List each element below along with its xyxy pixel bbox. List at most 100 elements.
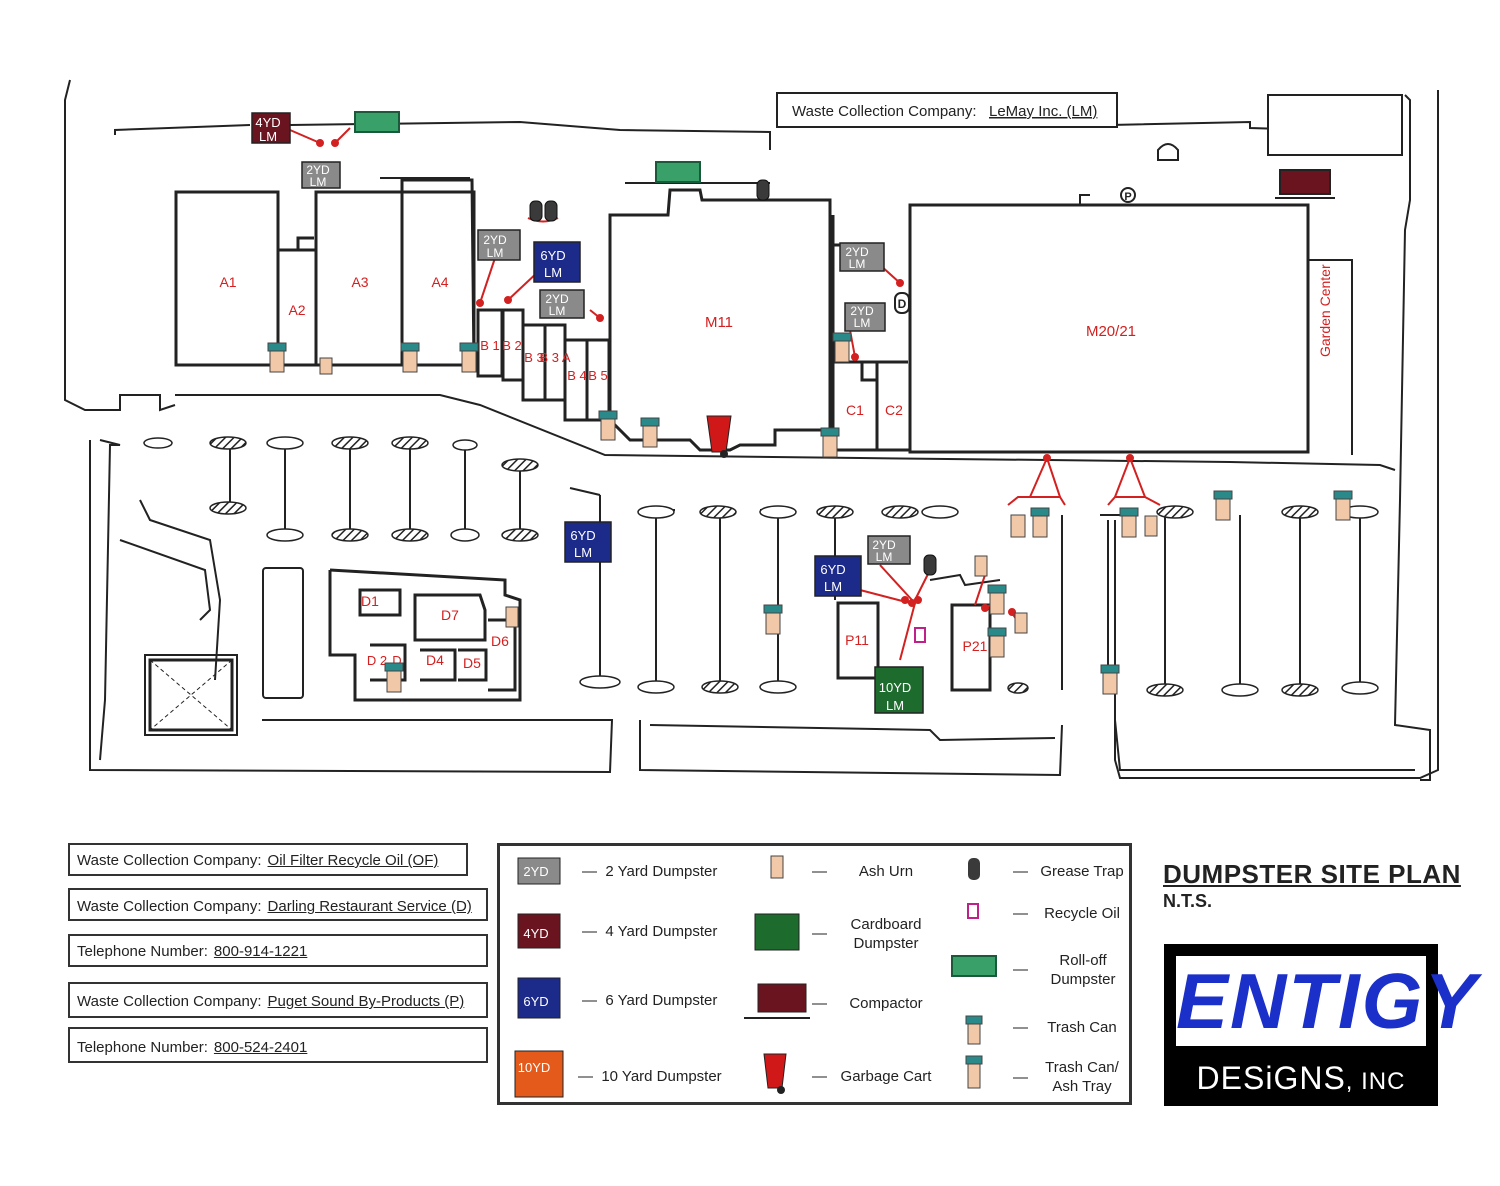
building-m2021 [908,203,1310,454]
dumpster-2yd-b: 2YD LM [477,229,521,261]
legend-trash-can-ash-icon [965,1055,983,1089]
walkway [929,573,1001,587]
dumpster-2yd-f: 2YD LM [867,535,911,565]
info-value: Oil Filter Recycle Oil (OF) [267,852,439,869]
top-info-value: LeMay Inc. (LM) [989,103,1097,120]
info-key: Waste Collection Company: [77,852,262,869]
legend-dash-cart: — [812,1068,827,1085]
legend-dash-ash: — [812,863,827,880]
legend-trash-can-icon [965,1015,983,1045]
label-m11: M11 [705,314,733,331]
legend-4yd-label: 4 Yard Dumpster [605,923,718,940]
trash-cans [267,332,1353,695]
legend-rolloff-label: Roll-off Dumpster [1050,952,1116,988]
label-b2: B 2 [502,338,522,353]
dumpster-2yd-a: 2YD LM [301,161,341,189]
top-info-key: Waste Collection Company: [792,103,977,120]
dumpster-tag: 2YD [872,538,896,552]
recycle-oil-icon [914,627,926,643]
dumpster-owner: LM [854,316,871,330]
legend-6yd: — 6 Yard Dumpster [582,991,717,1010]
label-a2: A2 [288,302,305,318]
legend-ash-urn-icon [770,855,784,879]
plan-subtitle: N.T.S. [1163,891,1213,911]
d-marker [894,292,910,314]
compactor-icon [1275,169,1335,199]
label-a4: A4 [431,274,448,290]
label-b4: B 4 [567,368,587,383]
info-key: Telephone Number: [77,943,208,960]
dumpster-tag: 2YD [545,292,569,306]
info-value: Darling Restaurant Service (D) [267,898,472,915]
info-key: Waste Collection Company: [77,993,262,1010]
legend-6yd-tag: 6YD [523,994,548,1009]
building-p11 [836,601,880,680]
dumpster-tag: 2YD [483,233,507,247]
legend-2yd: — 2 Yard Dumpster [582,862,717,881]
label-c1: C1 [846,402,864,418]
dumpster-6yd-c: 6YD LM [814,555,862,597]
legend-cardboard-label: Cardboard Dumpster [850,916,922,952]
dumpster-owner: LM [849,257,866,271]
dumpster-tag: 6YD [570,528,595,543]
site-outline [64,79,1439,781]
legend-trash-can-label: Trash Can [1047,1019,1117,1036]
legend-grease-trap-icon [968,858,980,880]
dumpster-owner: LM [487,246,504,260]
plan-title: DUMPSTER SITE PLAN [1163,859,1461,889]
dumpster-owner: LM [574,545,592,560]
logo-sub-suffix: , INC [1345,1068,1406,1095]
building-p21 [950,603,992,692]
legend-10yd: — 10 Yard Dumpster [578,1067,722,1086]
legend-dash-oil: — [1013,905,1028,922]
dumpster-owner: LM [544,265,562,280]
plain-islands [143,436,1379,697]
legend-dash-cardboard: — [812,925,827,942]
m2021-notch [1079,194,1090,205]
legend-cardboard-icon [754,913,800,951]
dumpster-2yd-c: 2YD LM [539,289,585,319]
label-b3: B 3 [524,350,544,365]
label-a1: A1 [219,274,236,290]
label-d4: D4 [426,652,444,668]
legend-dash: — [582,923,597,940]
label-a3: A3 [351,274,368,290]
legend-10yd-tag: 10YD [518,1060,551,1075]
dumpster-owner: LM [549,304,566,318]
legend-recycle-oil-label: Recycle Oil [1044,905,1120,922]
info-key: Telephone Number: [77,1039,208,1056]
label-garden-center: Garden Center [1317,264,1333,357]
building-d-block [328,568,522,702]
info-box-darling: Waste Collection Company:Darling Restaur… [68,888,488,921]
label-b1: B 1 [480,338,500,353]
garbage-cart-icon [706,415,732,458]
p-marker [1120,187,1136,203]
info-box-phone-2: Telephone Number:800-524-2401 [68,1027,488,1063]
top-right-structure [1267,94,1403,156]
legend-dash-grease: — [1013,863,1028,880]
dumpster-2yd-e: 2YD LM [844,302,886,332]
p-marker-label: P [1124,191,1131,203]
legend-dash-trash: — [1013,1019,1028,1036]
label-d6: D6 [491,633,509,649]
legend-4yd-tag: 4YD [523,926,548,941]
legend-4yd-icon: 4YD [517,913,561,949]
building-m11 [608,188,832,452]
dumpster-tag: 4YD [255,115,280,130]
legend-garbage-cart-label: Garbage Cart [840,1068,932,1085]
logo-word: ENTIGY [1176,956,1479,1046]
dumpster-owner: LM [310,175,327,189]
label-d1: D1 [361,593,379,609]
info-value: Puget Sound By-Products (P) [267,993,465,1010]
top-info-box [776,92,1118,128]
logo-sub-text: DESiGNS [1196,1060,1346,1096]
legend-dash: — [582,992,597,1009]
legend-2yd-tag: 2YD [523,864,548,879]
dumpster-tag: 2YD [306,163,330,177]
legend-6yd-icon: 6YD [517,977,561,1019]
legend-dash-compactor: — [812,995,827,1012]
dumpster-6yd-a: 6YD LM [533,241,581,283]
dumpster-tag: 6YD [540,248,565,263]
dumpster-10yd-map: 10YD LM [874,666,924,714]
